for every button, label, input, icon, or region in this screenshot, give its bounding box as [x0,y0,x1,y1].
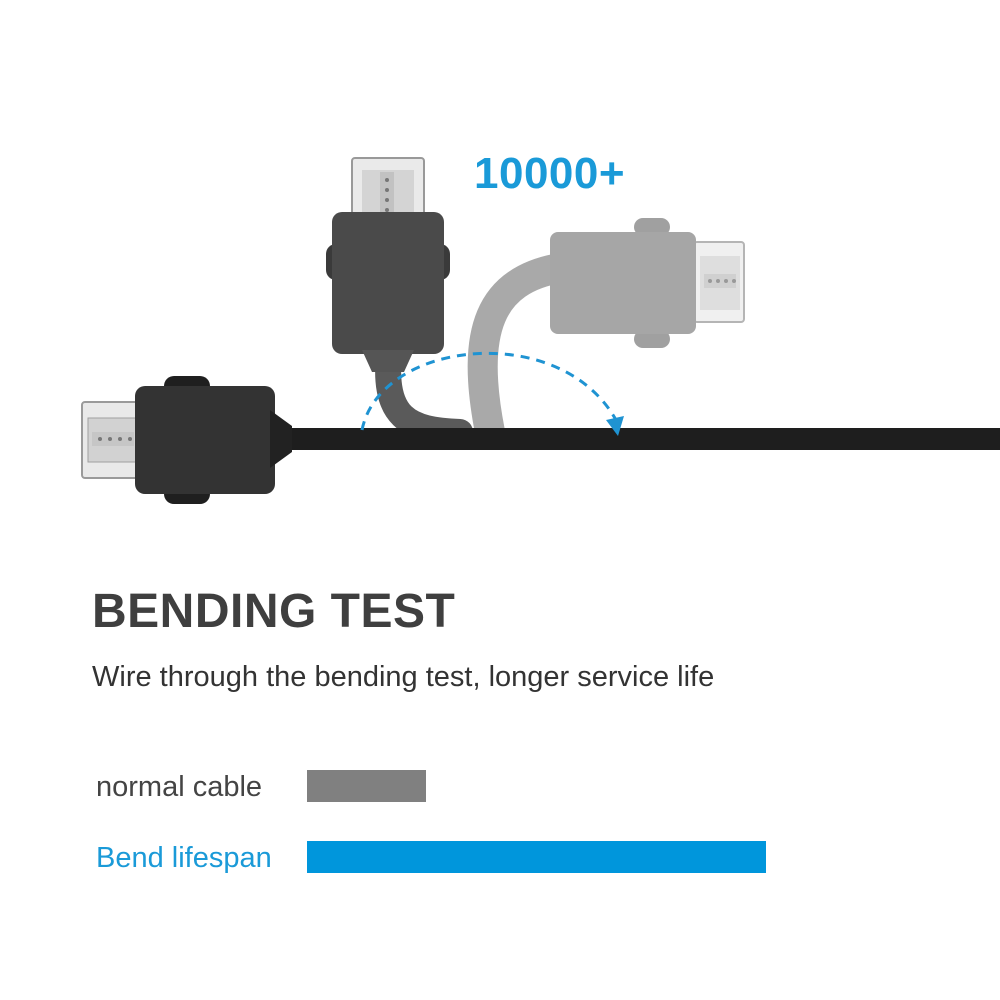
ghost-connector [550,218,745,348]
left-connector [81,376,292,504]
main-cable [270,428,1000,450]
bending-test-illustration [81,157,1000,504]
comparison-bar [307,841,766,873]
comparison-track [307,841,766,873]
bend-arc-arrow [360,351,618,431]
arrow-head-icon [606,416,624,436]
comparison-row-normal: normal cable [0,766,1000,806]
bend-count-label: 10000+ [474,149,626,198]
page-title: BENDING TEST [92,585,456,638]
ghost-cable [467,253,575,447]
vertical-connector [326,157,450,372]
comparison-label: Bend lifespan [96,842,272,874]
comparison-label: normal cable [96,771,263,803]
comparison-row-lifespan: Bend lifespan [0,837,1000,877]
page-subtitle: Wire through the bending test, longer se… [92,661,715,693]
comparison-track [307,770,766,802]
comparison-bar [307,770,427,802]
